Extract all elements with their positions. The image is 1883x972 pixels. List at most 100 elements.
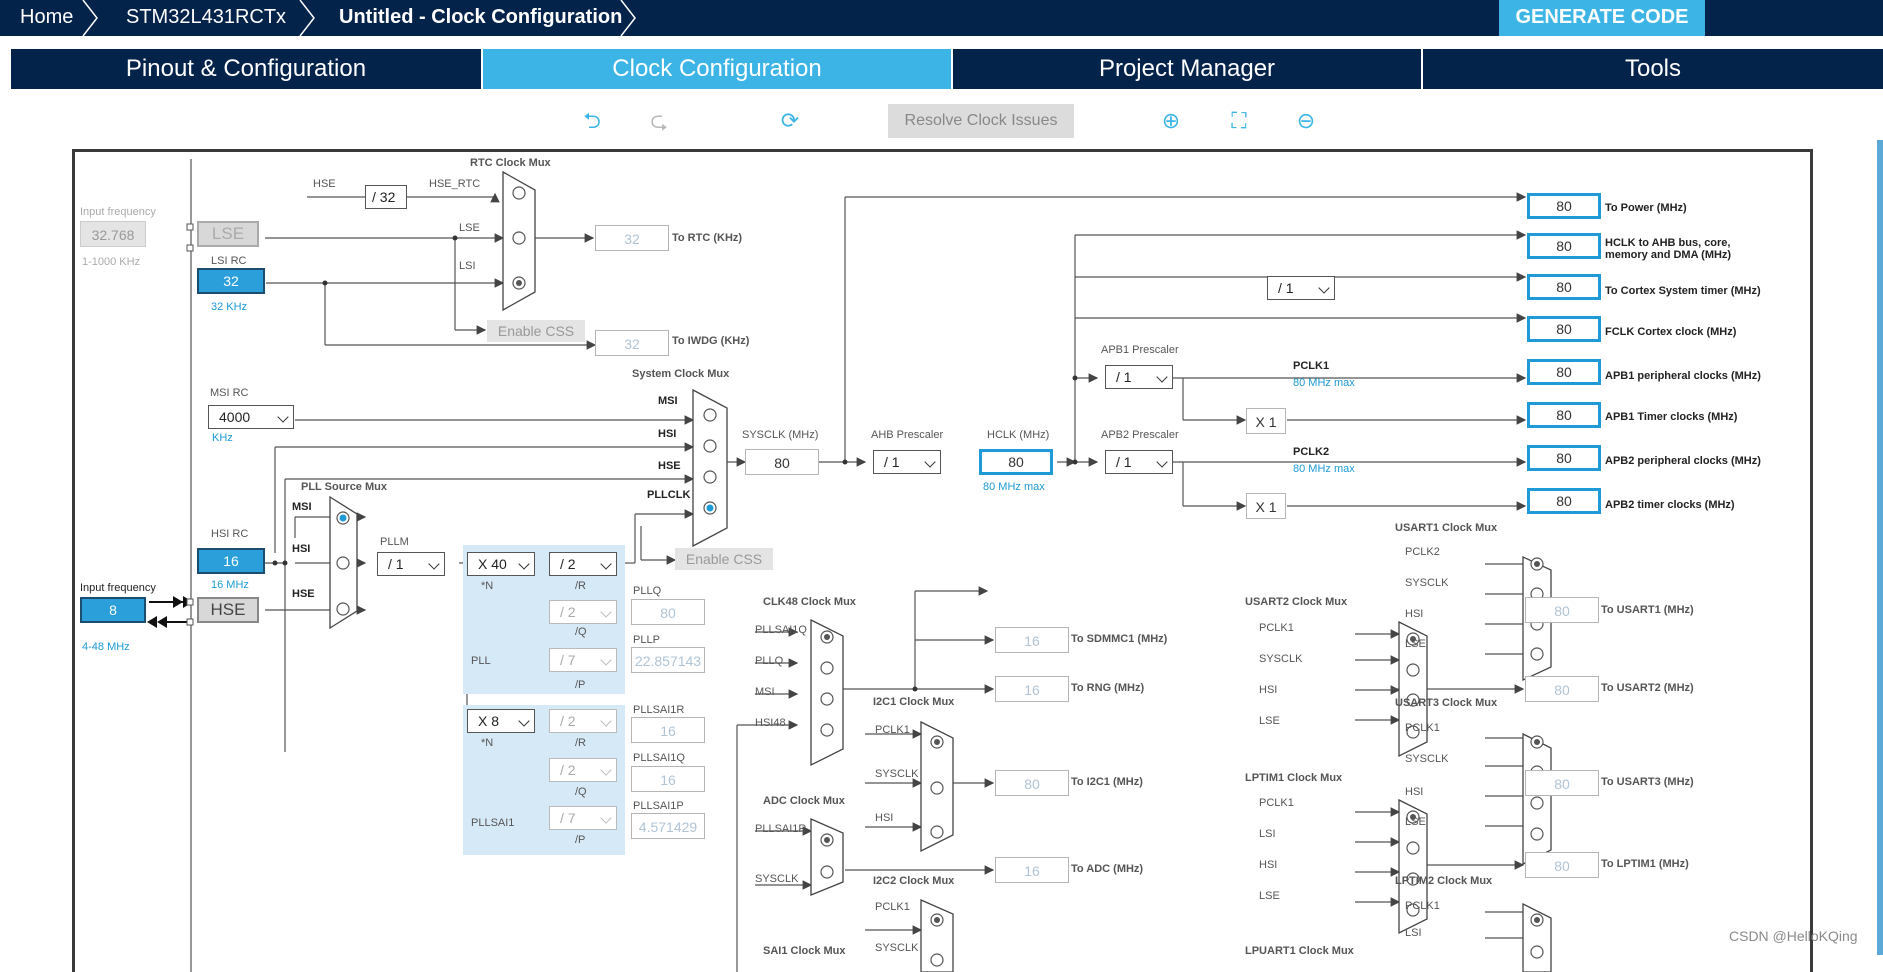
lptim1-clock-mux-title: LPTIM1 Clock Mux bbox=[1245, 772, 1343, 784]
lptim1-output-value[interactable]: 80 bbox=[1525, 852, 1599, 878]
system-clock-mux bbox=[692, 388, 728, 548]
hse-rtc-divider[interactable]: / 32 bbox=[365, 185, 407, 209]
lsi-rc-label: LSI RC bbox=[211, 255, 247, 267]
adc-in-pllsai1r: PLLSAI1R bbox=[755, 823, 807, 835]
breadcrumb-separator-icon bbox=[299, 0, 315, 36]
lse-oscillator[interactable]: LSE bbox=[197, 221, 259, 247]
usart1-output-value[interactable]: 80 bbox=[1525, 597, 1599, 623]
rtc-enable-css-button[interactable]: Enable CSS bbox=[487, 320, 585, 342]
rtc-output-value[interactable]: 32 bbox=[595, 225, 669, 251]
clk48-in-msi: MSI bbox=[755, 686, 775, 698]
pllq-value: 80 bbox=[631, 599, 705, 625]
usart1-in-lse: LSE bbox=[1405, 638, 1426, 650]
sdmmc1-output-value[interactable]: 16 bbox=[995, 627, 1069, 653]
usart3-in-lse: LSE bbox=[1405, 816, 1426, 828]
rtc-clock-mux-title: RTC Clock Mux bbox=[470, 157, 551, 169]
output-hclk-ahb-value[interactable]: 80 bbox=[1527, 233, 1601, 259]
usart3-in-hsi: HSI bbox=[1405, 786, 1424, 798]
i2c2-in-sysclk: SYSCLK bbox=[875, 942, 919, 954]
zoom-out-icon[interactable]: ⊖ bbox=[1296, 108, 1316, 133]
chevron-down-icon bbox=[518, 715, 530, 727]
reset-icon[interactable]: ⟳ bbox=[780, 108, 800, 133]
pll-n-dropdown[interactable]: X 40 bbox=[467, 552, 535, 576]
pll-n-label: *N bbox=[481, 580, 494, 592]
chevron-down-icon bbox=[277, 411, 289, 423]
adc-output-value[interactable]: 16 bbox=[995, 857, 1069, 883]
clock-tree-canvas: Input frequency 32.768 1-1000 KHz LSE LS… bbox=[72, 149, 1813, 972]
apb2-timer-multiplier: X 1 bbox=[1246, 493, 1286, 519]
pllsai1-n-dropdown[interactable]: X 8 bbox=[467, 709, 535, 733]
output-apb2-timer-value[interactable]: 80 bbox=[1527, 488, 1601, 514]
hse-oscillator[interactable]: HSE bbox=[197, 597, 259, 623]
usart2-output-value[interactable]: 80 bbox=[1525, 676, 1599, 702]
lpuart1-clock-mux-title: LPUART1 Clock Mux bbox=[1245, 945, 1354, 957]
breadcrumb-project[interactable]: Untitled - Clock Configuration bbox=[339, 6, 623, 28]
resolve-clock-issues-button[interactable]: Resolve Clock Issues bbox=[888, 104, 1074, 138]
ahb-prescaler-dropdown[interactable]: / 1 bbox=[873, 450, 941, 474]
tab-clock-configuration[interactable]: Clock Configuration bbox=[483, 49, 953, 89]
output-apb1-peripheral-value[interactable]: 80 bbox=[1527, 359, 1601, 385]
apb2-prescaler-dropdown[interactable]: / 1 bbox=[1105, 450, 1173, 474]
tab-pinout-configuration[interactable]: Pinout & Configuration bbox=[11, 49, 483, 89]
pllp-value: 22.857143 bbox=[631, 647, 705, 673]
pllsai1-r-dropdown[interactable]: / 2 bbox=[549, 709, 617, 733]
rng-output-label: To RNG (MHz) bbox=[1071, 682, 1145, 694]
tab-project-manager[interactable]: Project Manager bbox=[953, 49, 1423, 89]
sys-in-hsi: HSI bbox=[658, 428, 677, 440]
hclk-value[interactable]: 80 bbox=[979, 449, 1053, 475]
iwdg-output-value[interactable]: 32 bbox=[595, 330, 669, 356]
output-power-value[interactable]: 80 bbox=[1527, 193, 1601, 219]
sys-in-pllclk: PLLCLK bbox=[647, 489, 691, 501]
generate-code-button[interactable]: GENERATE CODE bbox=[1499, 0, 1705, 36]
lse-input-frequency[interactable]: 32.768 bbox=[80, 221, 146, 247]
output-fclk-value[interactable]: 80 bbox=[1527, 316, 1601, 342]
pll-r-dropdown[interactable]: / 2 bbox=[549, 552, 617, 576]
pll-p-dropdown[interactable]: / 7 bbox=[549, 648, 617, 672]
pllsai1-q-dropdown[interactable]: / 2 bbox=[549, 758, 617, 782]
sys-enable-css-button[interactable]: Enable CSS bbox=[675, 548, 773, 570]
pll-in-hsi: HSI bbox=[292, 543, 311, 555]
pll-q-dropdown[interactable]: / 2 bbox=[549, 600, 617, 624]
breadcrumb-home[interactable]: Home bbox=[20, 6, 74, 28]
redo-icon[interactable]: ⮎ bbox=[650, 108, 668, 133]
msi-rc-dropdown[interactable]: 4000 bbox=[208, 405, 294, 429]
output-apb2-peripheral-value[interactable]: 80 bbox=[1527, 445, 1601, 471]
usart3-in-pclk1: PCLK1 bbox=[1405, 722, 1440, 734]
cortex-timer-divider-dropdown[interactable]: / 1 bbox=[1267, 276, 1335, 300]
apb1-prescaler-dropdown[interactable]: / 1 bbox=[1105, 365, 1173, 389]
fit-icon[interactable]: ⛶ bbox=[1231, 108, 1247, 133]
pllsai1-q-label: /Q bbox=[575, 786, 587, 798]
zoom-in-icon[interactable]: ⊕ bbox=[1161, 108, 1181, 133]
hse-input-frequency[interactable]: 8 bbox=[80, 597, 146, 623]
vertical-scrollbar[interactable] bbox=[1877, 140, 1883, 955]
sdmmc1-output-label: To SDMMC1 (MHz) bbox=[1071, 633, 1168, 645]
sys-in-msi: MSI bbox=[658, 395, 678, 407]
breadcrumb-separator-icon bbox=[620, 0, 636, 36]
breadcrumb-mcu[interactable]: STM32L431RCTx bbox=[126, 6, 287, 28]
pllm-dropdown[interactable]: / 1 bbox=[377, 552, 445, 576]
pllsai1q-label: PLLSAI1Q bbox=[633, 752, 685, 764]
clk48-in-pllq: PLLQ bbox=[755, 655, 784, 667]
output-apb1-timer-value[interactable]: 80 bbox=[1527, 402, 1601, 428]
tab-tools[interactable]: Tools bbox=[1624, 55, 1682, 82]
undo-icon[interactable]: ⮌ bbox=[583, 108, 601, 133]
pclk1-label: PCLK1 bbox=[1293, 360, 1330, 372]
usart2-clock-mux bbox=[1398, 620, 1428, 758]
adc-clock-mux bbox=[810, 818, 844, 896]
main-tabs: Pinout & Configuration Clock Configurati… bbox=[11, 49, 1883, 89]
rtc-in-hse: HSE bbox=[313, 178, 336, 190]
pllsai1-p-dropdown[interactable]: / 7 bbox=[549, 806, 617, 830]
rng-output-value[interactable]: 16 bbox=[995, 676, 1069, 702]
lptim2-in-pclk1: PCLK1 bbox=[1405, 900, 1440, 912]
output-cortex-timer-value[interactable]: 80 bbox=[1527, 274, 1601, 300]
lsi-rc-value: 32 bbox=[197, 268, 265, 294]
msi-rc-label: MSI RC bbox=[210, 387, 249, 399]
clk48-in-hsi48: HSI48 bbox=[755, 717, 786, 729]
i2c1-output-value[interactable]: 80 bbox=[995, 770, 1069, 796]
rtc-in-lse: LSE bbox=[459, 222, 480, 234]
usart3-output-value[interactable]: 80 bbox=[1525, 770, 1599, 796]
pll-name: PLL bbox=[471, 655, 491, 667]
msi-rc-unit: KHz bbox=[212, 432, 233, 444]
chevron-down-icon bbox=[600, 812, 612, 824]
sys-in-hse: HSE bbox=[658, 460, 681, 472]
